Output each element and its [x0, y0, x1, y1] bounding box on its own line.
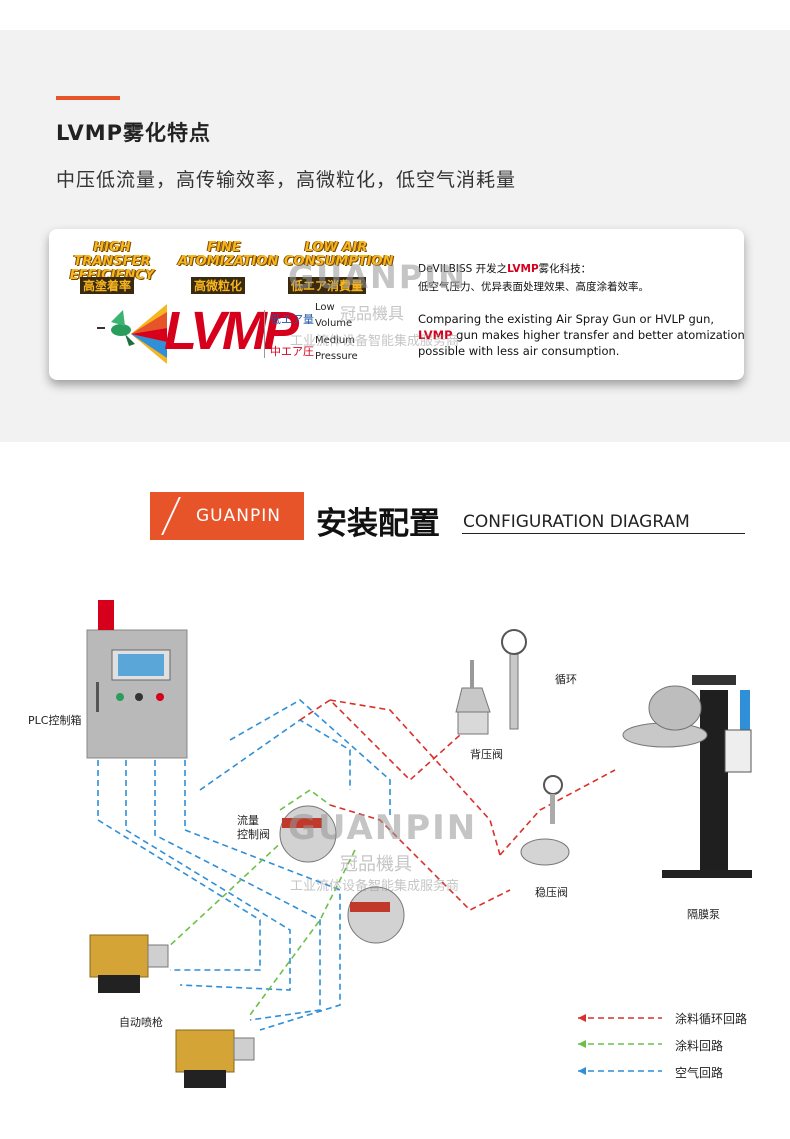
paint-circulation-lines: [299, 698, 616, 911]
flow-control-valve-icon: [279, 805, 405, 944]
badge-transfer-zh: 高塗着率: [80, 277, 135, 294]
desc-zh-prefix: DeVILBISS 开发之: [418, 263, 508, 275]
zh-low-air: 低エア量: [270, 313, 314, 326]
config-underline: [462, 533, 745, 534]
spray-gun-icon: [89, 934, 255, 1088]
logo-divider: [264, 310, 265, 358]
label-gun: 自动喷枪: [119, 1016, 163, 1029]
section-title: LVMP雾化特点: [56, 121, 212, 145]
desc-zh-line2: 低空气压力、优异表面处理效果、高度涂着效率。: [418, 281, 649, 293]
section-subtitle: 中压低流量，高传输效率，高微粒化，低空气消耗量: [56, 169, 517, 191]
desc-en-line1: Comparing the existing Air Spray Gun or …: [418, 312, 715, 326]
legend-lines: [578, 1014, 662, 1075]
desc-en-highlight: LVMP: [418, 328, 453, 342]
title-accent-bar: [56, 96, 120, 100]
legend-circulation: 涂料循环回路: [675, 1012, 748, 1026]
zh-mid-pressure: 中エア圧: [270, 345, 314, 358]
plc-cabinet-icon: [86, 600, 188, 759]
stabilizer-valve-icon: [520, 775, 570, 866]
paint-lines: [164, 789, 356, 1016]
badge-atomization-en1: FINE: [207, 240, 241, 255]
label-flow-valve-2: 控制阀: [237, 828, 270, 841]
lvmp-logo: LVMP: [164, 301, 299, 361]
desc-en-line2: LVMP gun makes higher transfer and bette…: [418, 328, 745, 342]
word-volume: Volume: [315, 318, 353, 329]
desc-en-line3: possible with less air consumption.: [418, 344, 620, 358]
label-cycle: 循环: [555, 673, 577, 686]
word-medium: Medium: [315, 335, 355, 346]
desc-zh-highlight: LVMP: [507, 263, 539, 275]
config-title: 安装配置: [316, 506, 440, 542]
config-brand-box: [150, 492, 304, 540]
legend-paint: 涂料回路: [675, 1039, 724, 1053]
badge-atomization: FINE ATOMIZATION: [178, 240, 279, 269]
badge-air-zh: 低エア消費量: [288, 277, 367, 294]
air-circuit-lines: [97, 699, 391, 1031]
badge-air: LOW AIR CONSUMPTION: [284, 240, 394, 269]
label-plc: PLC控制箱: [28, 714, 82, 727]
desc-zh-suffix: 雾化科技：: [538, 263, 592, 275]
label-stabilizer: 稳压阀: [535, 886, 568, 899]
config-diagram: [86, 600, 752, 1088]
badge-atomization-en2: ATOMIZATION: [178, 254, 279, 269]
badge-atomization-zh: 高微粒化: [191, 277, 246, 294]
hummingbird-icon: [97, 304, 167, 364]
config-title-en: CONFIGURATION DIAGRAM: [463, 512, 690, 532]
back-pressure-valve-icon: [455, 629, 527, 735]
label-flow-valve-1: 流量: [237, 814, 259, 827]
legend-air: 空气回路: [675, 1066, 724, 1080]
badge-transfer-en1: HIGH TRANSFER: [73, 240, 151, 269]
label-pump: 隔膜泵: [687, 908, 720, 921]
config-brand: GUANPIN: [196, 506, 281, 526]
label-back-valve: 背压阀: [470, 748, 503, 761]
desc-zh-line1: DeVILBISS 开发之LVMP雾化科技：: [418, 261, 591, 276]
word-low: Low: [315, 302, 335, 313]
badge-air-en2: CONSUMPTION: [284, 254, 394, 269]
word-pressure: Pressure: [315, 351, 358, 362]
diaphragm-pump-icon: [622, 675, 752, 878]
badge-air-en1: LOW AIR: [304, 240, 368, 255]
desc-en-rest: gun makes higher transfer and better ato…: [452, 328, 745, 342]
